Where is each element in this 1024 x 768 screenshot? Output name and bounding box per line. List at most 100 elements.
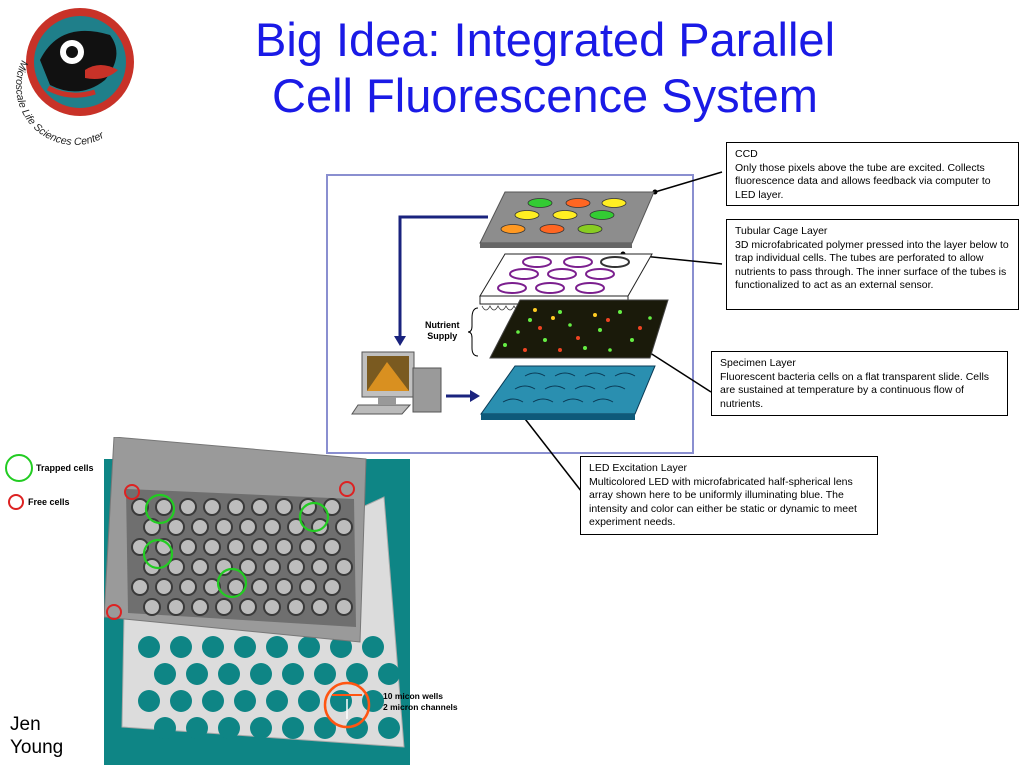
cell-trap — [191, 558, 209, 576]
micro-well — [266, 690, 288, 712]
micro-well — [234, 636, 256, 658]
ccd-layer — [479, 191, 655, 248]
cell-trap — [335, 558, 353, 576]
cell-trap — [215, 558, 233, 576]
cell-trap — [323, 538, 341, 556]
msc-logo: Microscale Life Sciences Center — [13, 8, 134, 148]
cell-trap — [311, 558, 329, 576]
cell-trap — [275, 578, 293, 596]
cell-trap — [239, 518, 257, 536]
cell-trap — [299, 578, 317, 596]
specimen-heading: Specimen Layer — [720, 357, 796, 369]
computer-icon — [350, 340, 446, 436]
cell-trap — [251, 578, 269, 596]
tubular-cage-layer — [479, 253, 653, 311]
micro-well — [234, 690, 256, 712]
led-callout: LED Excitation Layer Multicolored LED wi… — [580, 456, 878, 535]
cell-trap — [227, 538, 245, 556]
title-line-1: Big Idea: Integrated Parallel — [254, 13, 836, 66]
cell-trap — [227, 498, 245, 516]
micro-well — [138, 690, 160, 712]
cell-trap — [299, 498, 317, 516]
cell-trap — [251, 498, 269, 516]
legend-markers — [5, 454, 33, 510]
cell-trap — [203, 538, 221, 556]
cell-trap — [263, 598, 281, 616]
cell-trap — [299, 538, 317, 556]
cell-trap-micrograph — [104, 437, 410, 765]
micro-well — [330, 636, 352, 658]
micro-well — [282, 717, 304, 739]
cell-trap — [263, 518, 281, 536]
led-body: Multicolored LED with microfabricated ha… — [589, 475, 857, 529]
cell-trap — [203, 578, 221, 596]
micro-well — [154, 663, 176, 685]
cell-trap — [275, 538, 293, 556]
micro-well — [138, 636, 160, 658]
micro-well — [186, 663, 208, 685]
cell-trap — [239, 598, 257, 616]
wells-channels-label: 10 micon wells 2 micron channels — [383, 691, 458, 712]
micro-well — [250, 717, 272, 739]
micro-well — [266, 636, 288, 658]
tubular-body: 3D microfabricated polymer pressed into … — [735, 238, 1009, 292]
author-name: Jen Young — [10, 714, 64, 758]
tubular-cage-callout: Tubular Cage Layer 3D microfabricated po… — [726, 219, 1019, 310]
cell-trap — [191, 598, 209, 616]
cell-trap — [287, 558, 305, 576]
tubular-heading: Tubular Cage Layer — [735, 225, 828, 237]
slide-title: Big Idea: Integrated Parallel Cell Fluor… — [150, 12, 940, 124]
title-line-2: Cell Fluorescence System — [272, 69, 818, 122]
led-layer — [480, 365, 656, 420]
micro-well — [378, 663, 400, 685]
micro-well — [170, 636, 192, 658]
micro-well — [186, 717, 208, 739]
micro-well — [250, 663, 272, 685]
cell-trap — [215, 598, 233, 616]
micro-well — [202, 636, 224, 658]
legend-trapped-label: Trapped cells — [36, 463, 94, 473]
legend-free-label: Free cells — [28, 497, 70, 507]
trapped-cell-marker — [5, 454, 33, 482]
cell-trap — [191, 518, 209, 536]
cell-trap — [287, 598, 305, 616]
cell-trap — [275, 498, 293, 516]
cell-trap — [263, 558, 281, 576]
micro-well — [170, 690, 192, 712]
cell-trap — [311, 598, 329, 616]
cell-trap — [167, 558, 185, 576]
cell-trap — [143, 598, 161, 616]
micro-well — [330, 690, 352, 712]
cell-trap — [179, 578, 197, 596]
cell-trap — [215, 518, 233, 536]
cell-trap — [131, 498, 149, 516]
micro-well — [298, 636, 320, 658]
micro-well — [298, 690, 320, 712]
cell-trap — [179, 498, 197, 516]
micro-well — [218, 717, 240, 739]
specimen-body: Fluorescent bacteria cells on a flat tra… — [720, 370, 990, 410]
cell-trap — [155, 498, 173, 516]
micro-well — [362, 636, 384, 658]
cell-trap — [335, 518, 353, 536]
ccd-body: Only those pixels above the tube are exc… — [735, 161, 991, 201]
micro-well — [282, 663, 304, 685]
ccd-heading: CCD — [735, 148, 758, 160]
cell-trap — [311, 518, 329, 536]
cell-trap — [335, 598, 353, 616]
cell-trap — [167, 518, 185, 536]
micro-well — [314, 663, 336, 685]
cell-trap — [131, 578, 149, 596]
micro-well — [154, 717, 176, 739]
cell-trap — [155, 578, 173, 596]
micro-well — [346, 717, 368, 739]
cell-trap — [179, 538, 197, 556]
led-heading: LED Excitation Layer — [589, 462, 688, 474]
free-cell-marker — [8, 494, 24, 510]
micro-well — [218, 663, 240, 685]
specimen-callout: Specimen Layer Fluorescent bacteria cell… — [711, 351, 1008, 416]
cell-trap — [167, 598, 185, 616]
cell-trap — [203, 498, 221, 516]
micro-well — [378, 717, 400, 739]
